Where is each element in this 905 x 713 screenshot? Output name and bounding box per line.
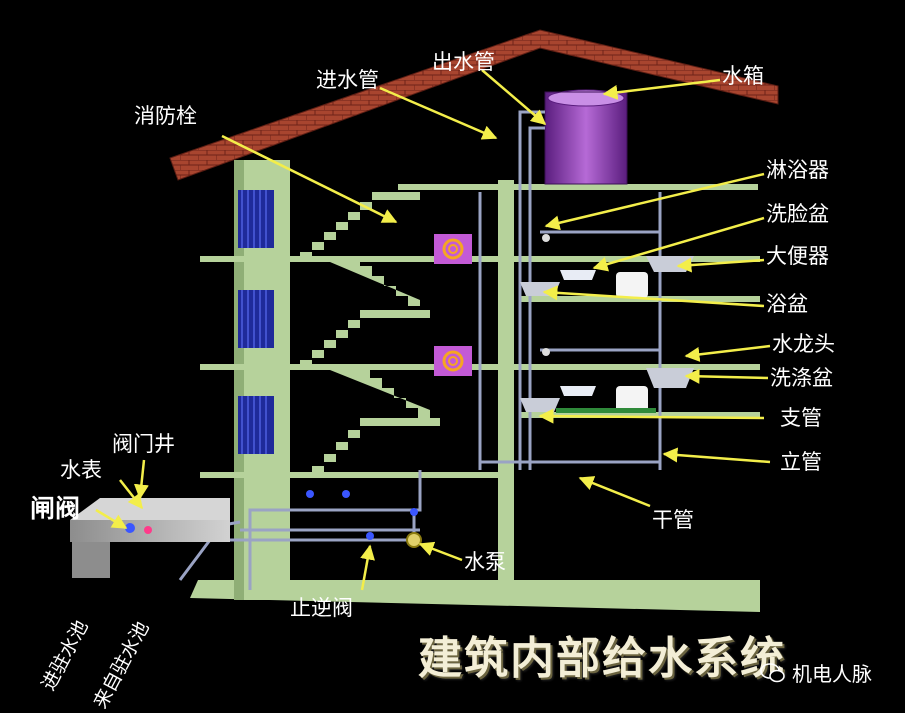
label-fire-hydrant: 消防栓 [134, 104, 197, 128]
watermark-text: 机电人脉 [792, 662, 872, 686]
label-outlet-pipe: 出水管 [432, 50, 495, 74]
label-valve-well: 阀门井 [112, 432, 175, 456]
roof [169, 29, 779, 181]
diagram-title: 建筑内部给水系统 [418, 633, 786, 684]
label-faucet: 水龙头 [772, 332, 835, 356]
valve-well [70, 498, 230, 578]
chat-bubble-icon [760, 662, 785, 682]
spiral-heater-icon [434, 234, 472, 376]
center-wall [498, 180, 514, 600]
label-branch-pipe: 支管 [780, 406, 822, 430]
label-riser-pipe: 立管 [780, 450, 822, 474]
label-water-pump: 水泵 [464, 550, 506, 574]
leader-arrows [95, 69, 771, 591]
label-main-pipe: 干管 [652, 508, 694, 532]
label-inlet-pipe: 进水管 [316, 68, 379, 92]
label-bathtub: 浴盆 [766, 292, 808, 316]
label-sink: 洗涤盆 [770, 366, 833, 390]
label-gate-valve: 闸阀 [30, 494, 81, 523]
label-water-meter: 水表 [60, 458, 102, 482]
label-water-tank: 水箱 [722, 64, 764, 88]
valve-icon [125, 490, 418, 540]
label-washbasin: 洗脸盆 [766, 202, 829, 226]
staircase [290, 192, 440, 478]
label-toilet: 大便器 [766, 244, 829, 268]
radiator-icon [238, 190, 274, 454]
label-shower: 淋浴器 [766, 158, 829, 182]
water-pump-icon [406, 532, 422, 548]
ground-slab [190, 580, 760, 612]
water-tank-icon [544, 89, 628, 185]
label-check-valve: 止逆阀 [290, 596, 353, 620]
watermark: 机电人脉 [760, 658, 872, 687]
